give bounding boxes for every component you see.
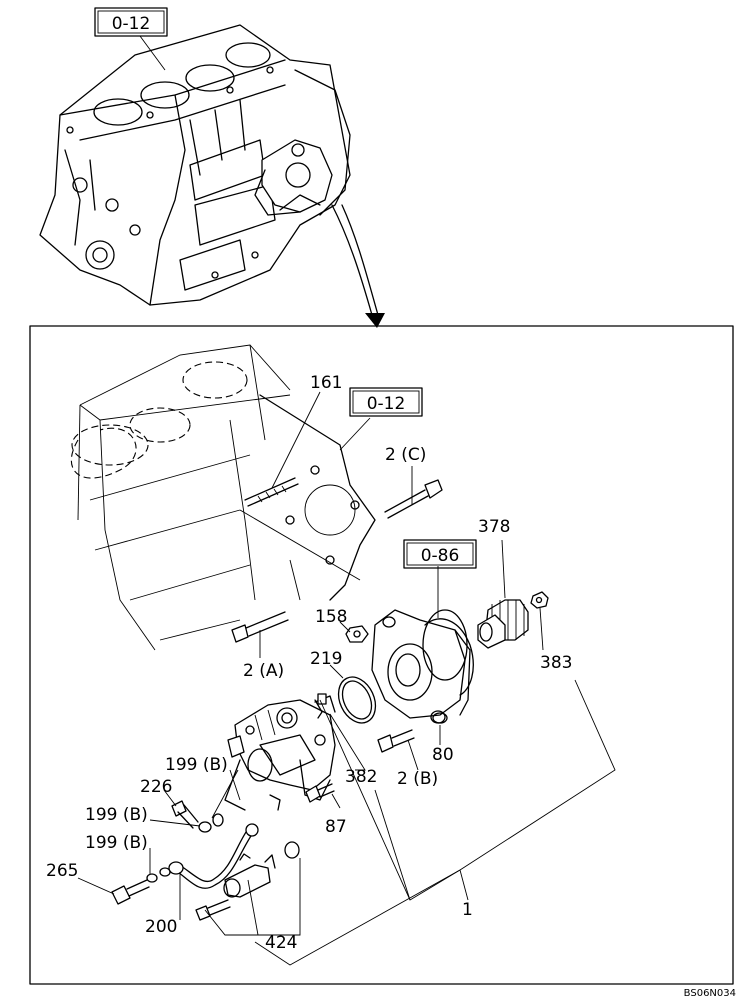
part-labels: 161 2 (C) 378 158 2 (A) 219 383 199 (B) … (46, 373, 572, 953)
label-199b-3: 199 (B) (85, 833, 148, 853)
part-424-valve[interactable] (195, 853, 276, 921)
pump-oring-small[interactable] (284, 841, 300, 859)
label-80: 80 (432, 745, 454, 765)
label-383: 383 (540, 653, 572, 673)
part-265-bolt[interactable] (111, 879, 150, 905)
label-199b-1: 199 (B) (165, 755, 228, 775)
detail-frame (29, 325, 734, 985)
ref-gear-label: 0-86 (421, 546, 460, 566)
label-2b: 2 (B) (397, 769, 438, 789)
part-200-pipe[interactable] (168, 823, 259, 889)
diagram-code: BS06N034 (684, 988, 736, 999)
engine-block-overview (39, 24, 351, 306)
label-382: 382 (345, 767, 377, 787)
detail-engine-block (70, 344, 376, 651)
ref-top-label: 0-12 (112, 14, 151, 34)
part-87-bolt[interactable] (305, 783, 335, 803)
part-219-oring[interactable] (331, 671, 382, 729)
label-2c: 2 (C) (385, 445, 426, 465)
part-378-gear[interactable] (477, 599, 529, 649)
ref-box-detail[interactable]: 0-12 (349, 387, 423, 417)
label-378: 378 (478, 517, 510, 537)
label-226: 226 (140, 777, 172, 797)
part-2c-bolt[interactable] (384, 479, 443, 519)
ref-box-gear[interactable]: 0-86 (403, 539, 477, 569)
part-383-nut[interactable] (530, 591, 549, 609)
label-424: 424 (265, 933, 297, 953)
label-200: 200 (145, 917, 177, 937)
part-158-nut[interactable] (345, 625, 369, 643)
label-219: 219 (310, 649, 342, 669)
detail-pointer (331, 204, 385, 328)
gear-seal-ring[interactable] (424, 618, 474, 696)
label-161: 161 (310, 373, 342, 393)
leader-lines (77, 391, 616, 966)
label-199b-2: 199 (B) (85, 805, 148, 825)
label-265: 265 (46, 861, 78, 881)
ref-detail-label: 0-12 (367, 394, 406, 414)
label-87: 87 (325, 817, 347, 837)
label-1: 1 (462, 900, 473, 920)
pump-flange-housing[interactable] (371, 609, 471, 724)
part-161-stud[interactable] (244, 477, 299, 507)
part-2b-bolt[interactable] (377, 729, 415, 753)
part-2a-bolt[interactable] (231, 611, 289, 643)
label-2a: 2 (A) (243, 661, 284, 681)
label-158: 158 (315, 607, 347, 627)
part-80-washer[interactable] (432, 712, 448, 724)
ref-box-top[interactable]: 0-12 (94, 7, 168, 37)
